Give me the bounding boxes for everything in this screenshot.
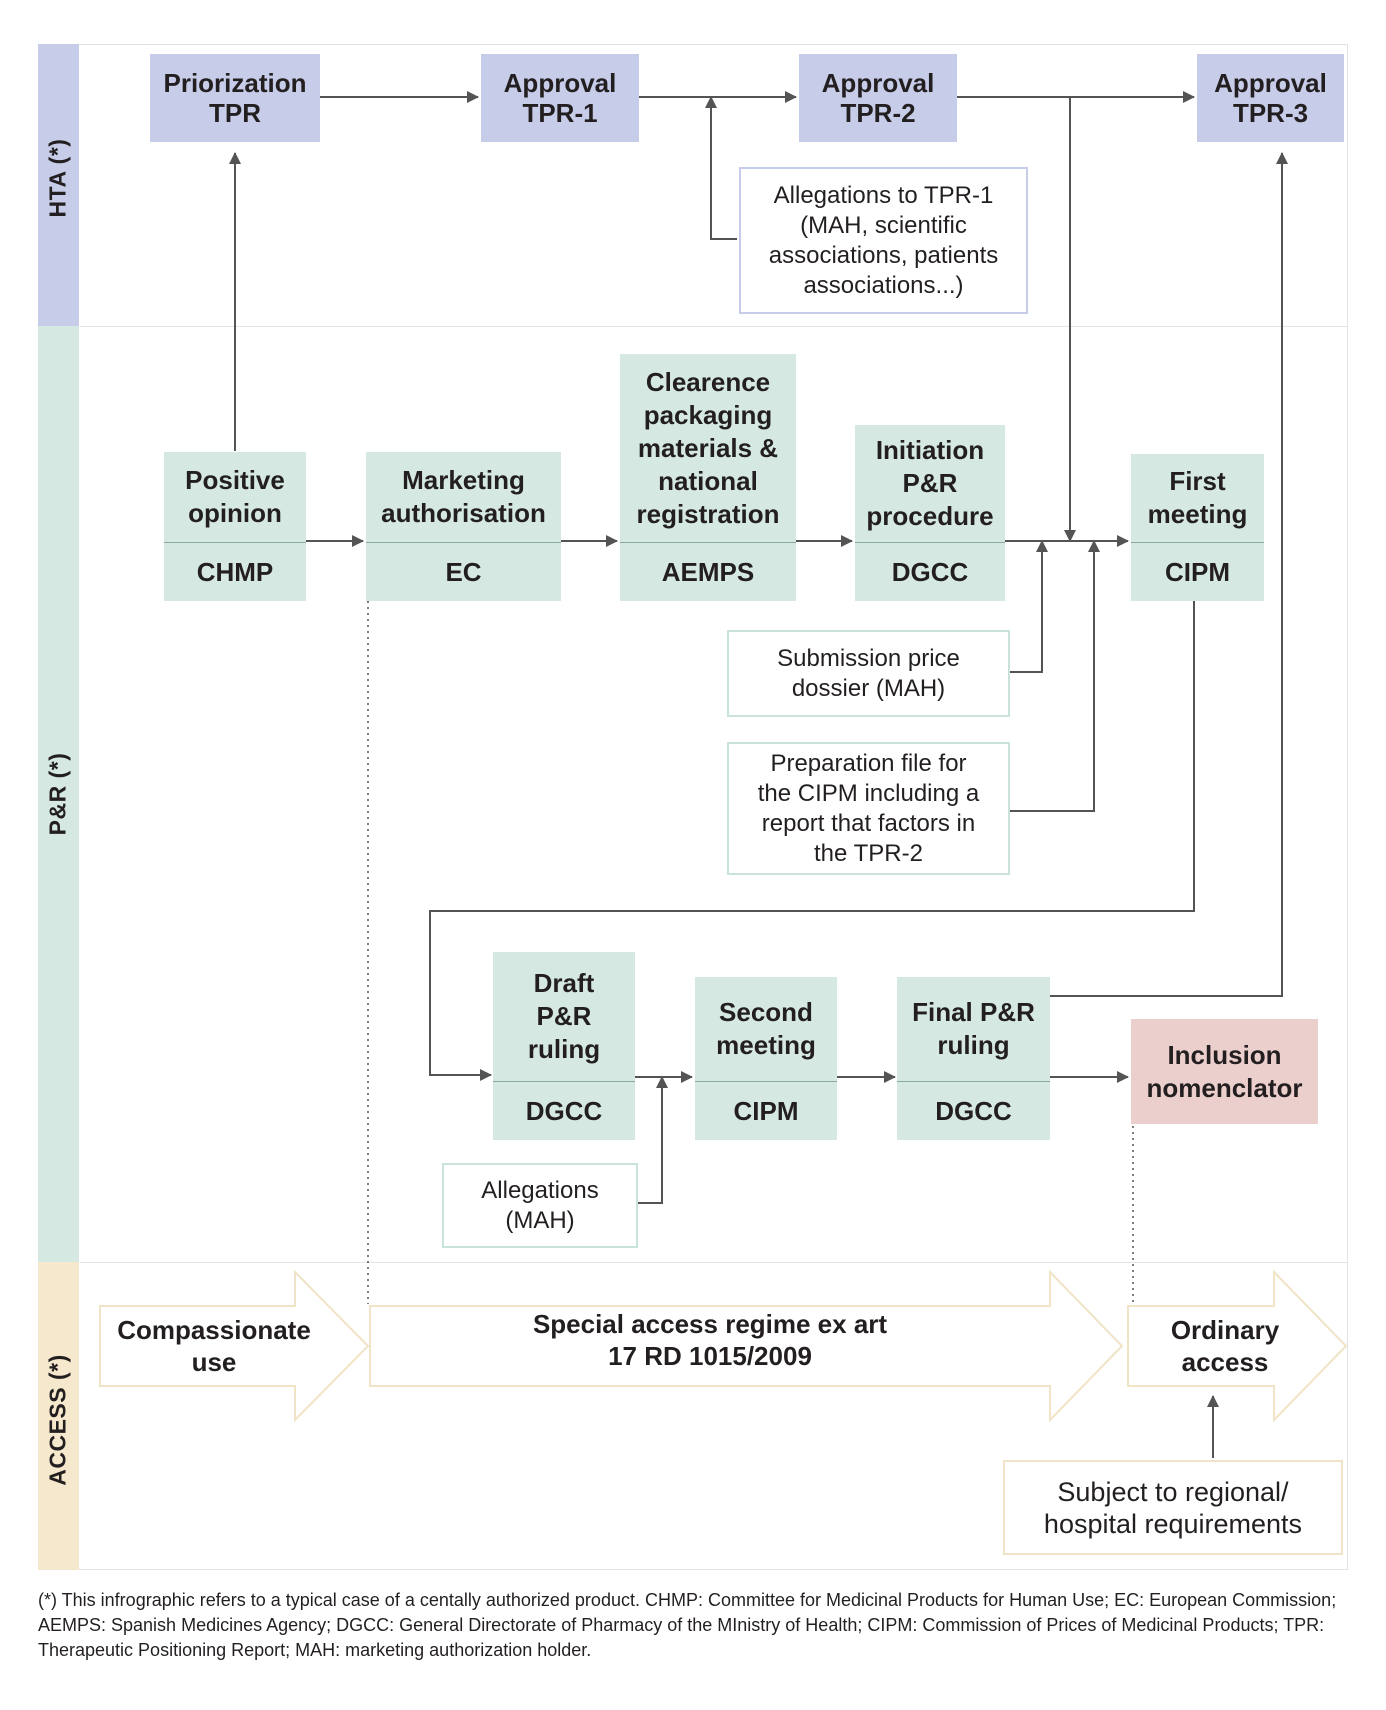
compassionate-use-arrow-shape <box>99 1269 370 1423</box>
priorization-tpr-box: Priorization TPR <box>150 54 320 142</box>
final-pr-ruling-body: DGCC <box>935 1095 1012 1126</box>
allegations-mah-note: Allegations (MAH) <box>442 1163 638 1248</box>
box-divider <box>1131 542 1264 543</box>
arrow-allegations-mah-to-second <box>637 1076 668 1204</box>
box-divider <box>695 1081 837 1082</box>
marketing-authorisation-title: Marketing authorisation <box>381 465 546 528</box>
regional-requirements-note: Subject to regional/ hospital requiremen… <box>1003 1460 1343 1555</box>
draft-pr-ruling-title: Draft P&R ruling <box>527 968 601 1064</box>
second-meeting-box: Second meeting CIPM <box>695 977 837 1140</box>
initiation-pr-procedure-title: Initiation P&R procedure <box>866 435 994 531</box>
box-divider <box>855 542 1005 543</box>
approval-tpr1-box: Approval TPR-1 <box>481 54 639 142</box>
ordinary-access-label: Ordinary access <box>1170 1315 1280 1377</box>
arrow-preparation-to-first-meeting <box>1009 540 1100 812</box>
arrow-first-meeting-to-approval3 <box>1050 152 1288 997</box>
final-pr-ruling-box: Final P&R ruling DGCC <box>897 977 1050 1140</box>
first-meeting-body: CIPM <box>1165 556 1230 587</box>
marketing-authorisation-box: Marketing authorisation EC <box>366 452 561 601</box>
lane-divider-hta-pr <box>80 326 1348 327</box>
allegations-tpr1-note: Allegations to TPR-1 (MAH, scientific as… <box>739 167 1028 314</box>
arrow-allegations-to-tpr1 <box>705 96 737 240</box>
box-divider <box>897 1081 1050 1082</box>
draft-pr-ruling-box: Draft P&R ruling DGCC <box>493 952 635 1140</box>
inclusion-nomenclator-box: Inclusion nomenclator <box>1131 1019 1318 1124</box>
positive-opinion-body: CHMP <box>196 556 274 587</box>
footnote: (*) This infrographic refers to a typica… <box>38 1590 1337 1660</box>
arrow-first-meeting-to-draft <box>429 601 1195 1081</box>
second-meeting-body: CIPM <box>733 1095 799 1126</box>
draft-pr-ruling-body: DGCC <box>525 1095 603 1126</box>
submission-price-dossier-note: Submission price dossier (MAH) <box>727 630 1010 717</box>
box-divider <box>493 1081 635 1082</box>
hta-lane-band <box>38 44 79 326</box>
clearance-registration-body: AEMPS <box>661 556 755 587</box>
first-meeting-title: First meeting <box>1147 466 1248 529</box>
ordinary-access-arrow-shape <box>1127 1269 1348 1423</box>
positive-opinion-box: Positive opinion CHMP <box>164 452 306 601</box>
arrow-submission-to-first-meeting <box>1009 540 1048 673</box>
initiation-pr-procedure-box: Initiation P&R procedure DGCC <box>855 425 1005 601</box>
first-meeting-box: First meeting CIPM <box>1131 454 1264 601</box>
second-meeting-title: Second meeting <box>716 997 816 1060</box>
final-pr-ruling-title: Final P&R ruling <box>912 997 1035 1060</box>
marketing-authorisation-body: EC <box>445 556 482 587</box>
box-divider <box>620 542 796 543</box>
clearance-registration-box: Clearence packaging materials & national… <box>620 354 796 601</box>
approval-tpr3-box: Approval TPR-3 <box>1197 54 1344 142</box>
special-access-regime-label: Special access regime ex art 17 RD 1015/… <box>532 1309 888 1371</box>
lane-divider-pr-access <box>80 1262 1348 1263</box>
positive-opinion-title: Positive opinion <box>185 465 285 528</box>
clearance-registration-title: Clearence packaging materials & national… <box>636 366 780 529</box>
box-divider <box>164 542 306 543</box>
initiation-pr-procedure-body: DGCC <box>891 556 969 587</box>
box-divider <box>366 542 561 543</box>
compassionate-use-label: Compassionate use <box>117 1315 311 1377</box>
preparation-file-note: Preparation file for the CIPM including … <box>727 742 1010 875</box>
pr-lane-band <box>38 326 79 1262</box>
special-access-arrow-shape <box>369 1269 1124 1423</box>
access-lane-band <box>38 1262 79 1570</box>
approval-tpr2-box: Approval TPR-2 <box>799 54 957 142</box>
